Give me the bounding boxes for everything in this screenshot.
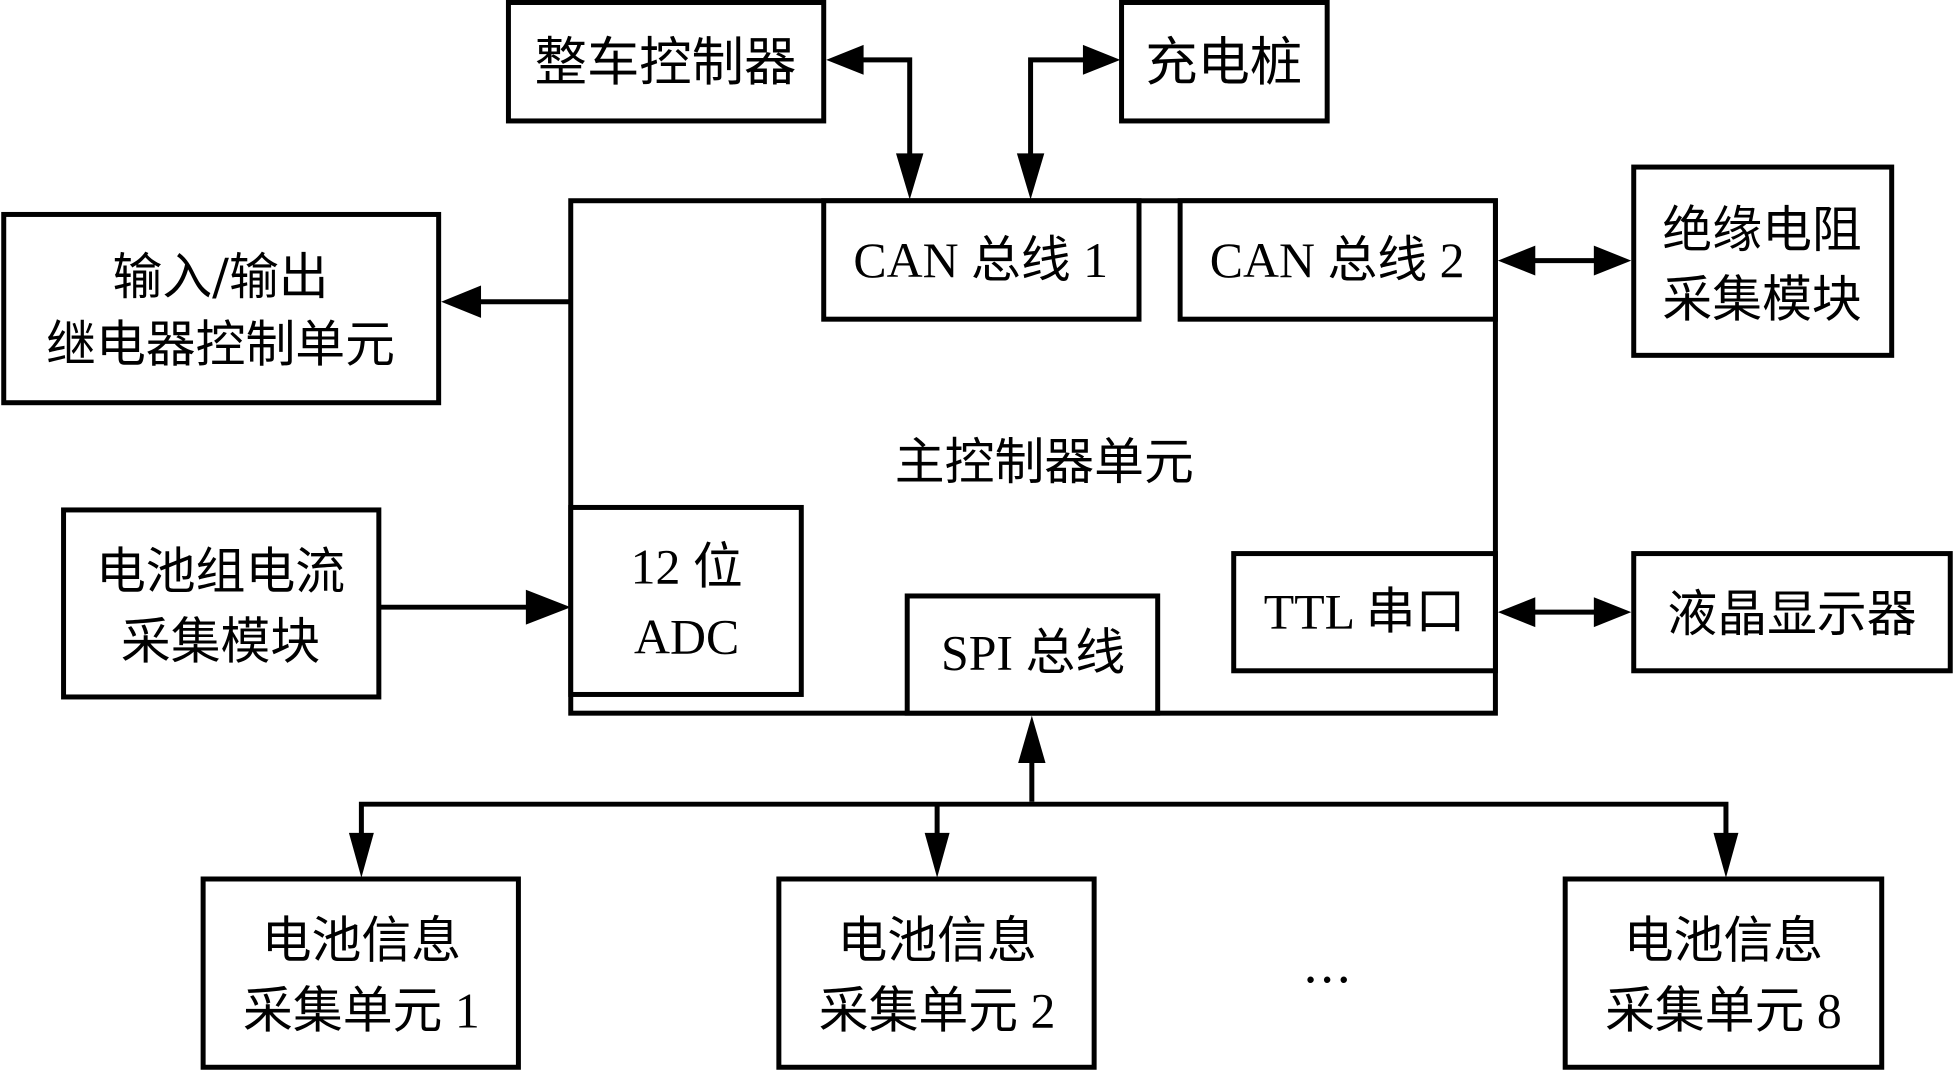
collector-unit-2: 电池信息 采集单元 2 (776, 876, 1097, 1070)
arrowhead-down (348, 832, 374, 878)
port-ttl-serial: TTL 串口 (1231, 551, 1498, 674)
arrowhead-left (826, 44, 864, 75)
charging-pile-label: 充电桩 (1145, 32, 1302, 93)
adc-label-line1: 12 位 (631, 539, 743, 594)
connector-current-adc (378, 589, 571, 625)
arrowhead-left (1497, 597, 1536, 628)
pack-current-module-box: 电池组电流 采集模块 (61, 507, 382, 700)
connector-can2-insulation (1497, 245, 1632, 276)
spi-bus-label: SPI 总线 (941, 626, 1125, 681)
can-bus-1-label: CAN 总线 1 (853, 233, 1108, 288)
vehicle-controller-label: 整车控制器 (535, 32, 797, 93)
insulation-label-line1: 绝缘电阻 (1662, 201, 1861, 259)
vehicle-controller-box: 整车控制器 (505, 0, 827, 124)
port-can-bus-1: CAN 总线 1 (821, 198, 1142, 322)
arrowhead-right (1593, 245, 1632, 276)
io-relay-label-line1: 输入/输出 (113, 248, 329, 306)
arrowhead-down (1016, 153, 1045, 200)
connector-main-io-relay (441, 285, 571, 318)
lcd-display-label: 液晶显示器 (1667, 585, 1916, 643)
can-bus-2-label: CAN 总线 2 (1210, 233, 1465, 288)
arrowhead-left (441, 285, 482, 318)
io-relay-label-line2: 继电器控制单元 (46, 316, 395, 374)
connector-vehicle-can1 (826, 44, 924, 200)
collector-unit-1: 电池信息 采集单元 1 (200, 876, 521, 1070)
collector-8-label-line2: 采集单元 8 (1605, 983, 1842, 1038)
pack-current-label-line1: 电池组电流 (96, 542, 345, 600)
ellipsis-more-collectors: … (1302, 936, 1352, 994)
io-relay-control-box: 输入/输出 继电器控制单元 (1, 211, 442, 406)
collector-2-label-line1: 电池信息 (837, 912, 1036, 970)
charging-pile-box: 充电桩 (1119, 0, 1330, 124)
arrowhead-down (1713, 832, 1739, 878)
arrowhead-up (1018, 715, 1046, 764)
pack-current-label-line2: 采集模块 (121, 612, 320, 670)
arrowhead-left (1497, 245, 1536, 276)
adc-label-line2: ADC (634, 609, 739, 664)
port-adc: 12 位 ADC (568, 504, 804, 697)
arrowhead-right (525, 589, 571, 625)
arrowhead-down (895, 153, 924, 200)
connector-charger-can1 (1016, 44, 1121, 200)
main-controller-label: 主控制器单元 (895, 433, 1194, 491)
arrowhead-right (1082, 44, 1121, 75)
insulation-label-line2: 采集模块 (1662, 271, 1861, 329)
connector-spi-bus (348, 715, 1739, 878)
collector-1-label-line2: 采集单元 1 (243, 983, 480, 1038)
connector-ttl-lcd (1497, 597, 1632, 628)
arrowhead-down (924, 832, 950, 878)
collector-1-label-line1: 电池信息 (262, 912, 461, 970)
collector-2-label-line2: 采集单元 2 (819, 983, 1056, 1038)
lcd-display-box: 液晶显示器 (1631, 551, 1953, 674)
collector-8-label-line1: 电池信息 (1624, 912, 1823, 970)
port-spi-bus: SPI 总线 (904, 593, 1161, 716)
collector-unit-8: 电池信息 采集单元 8 (1562, 876, 1885, 1070)
ttl-serial-label: TTL 串口 (1264, 584, 1466, 639)
insulation-resistance-box: 绝缘电阻 采集模块 (1631, 164, 1895, 358)
port-can-bus-2: CAN 总线 2 (1177, 198, 1498, 322)
arrowhead-right (1593, 597, 1632, 628)
